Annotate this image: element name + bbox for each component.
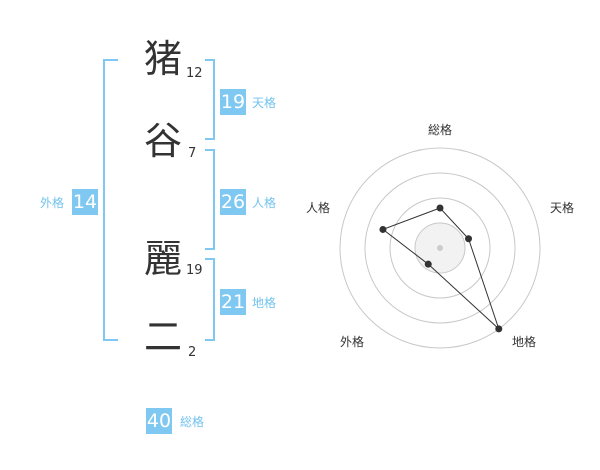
jinkaku-value: 26 bbox=[220, 189, 246, 215]
radar-axis-label-jinkaku: 人格 bbox=[306, 201, 331, 215]
chikaku-label: 地格 bbox=[252, 296, 277, 310]
radar-ring bbox=[364, 172, 516, 324]
radar-point-3 bbox=[495, 325, 503, 333]
stroke-count-1: 12 bbox=[186, 66, 203, 81]
chikaku-bracket bbox=[205, 258, 215, 341]
tenkaku-label: 天格 bbox=[252, 96, 277, 110]
jinkaku-bracket bbox=[205, 149, 215, 250]
radar-point-5 bbox=[379, 225, 387, 233]
radar-ring bbox=[389, 197, 491, 299]
name-char-3: 麗 bbox=[143, 237, 182, 281]
radar-ring bbox=[414, 222, 466, 274]
radar-axis-label-chikaku: 地格 bbox=[512, 335, 537, 349]
jinkaku-label: 人格 bbox=[252, 196, 277, 210]
name-char-2: 谷 bbox=[143, 119, 182, 163]
soukaku-value: 40 bbox=[146, 408, 172, 434]
radar-point-2 bbox=[465, 235, 473, 243]
stroke-count-2: 7 bbox=[188, 146, 197, 161]
tenkaku-value: 19 bbox=[220, 89, 246, 115]
radar-ring bbox=[339, 147, 541, 349]
radar-center-dot bbox=[437, 245, 443, 251]
stroke-count-4: 2 bbox=[188, 345, 197, 360]
gaikaku-value: 14 bbox=[72, 189, 98, 215]
chikaku-value: 21 bbox=[220, 289, 246, 315]
gaikaku-label: 外格 bbox=[40, 196, 65, 210]
name-char-4: 二 bbox=[143, 315, 182, 359]
radar-point-4 bbox=[424, 260, 432, 268]
radar-axis-label-gaikaku: 外格 bbox=[340, 335, 365, 349]
radar-axis-label-soukaku: 総格 bbox=[428, 123, 453, 137]
radar-point-1 bbox=[436, 204, 444, 212]
radar-series-polygon bbox=[381, 207, 500, 330]
soukaku-label: 総格 bbox=[180, 415, 205, 429]
gaikaku-bracket bbox=[103, 59, 118, 341]
tenkaku-bracket bbox=[205, 59, 215, 140]
name-char-1: 猪 bbox=[143, 37, 182, 81]
radar-axis-label-tenkaku: 天格 bbox=[550, 201, 575, 215]
stroke-count-3: 19 bbox=[186, 263, 203, 278]
